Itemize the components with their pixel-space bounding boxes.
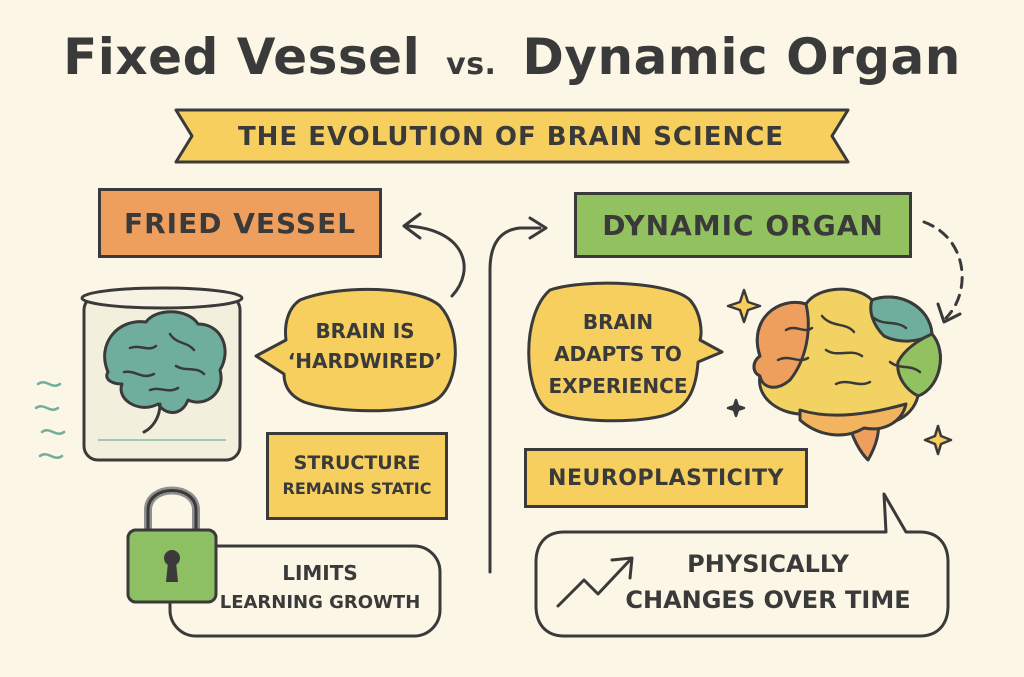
curved-arrow-left [406,224,466,298]
divider-arrowhead [528,216,548,240]
dashed-arrow-right-head [936,302,962,324]
physically-changes-text: PHYSICALLY CHANGES OVER TIME [600,546,936,618]
limits-line-1: LIMITS [282,561,358,585]
physical-line-1: PHYSICALLY [687,550,849,578]
hardwired-text: BRAIN IS ‘HARDWIRED’ [280,316,450,376]
page-title: Fixed Vessel vs. Dynamic Organ [0,28,1024,86]
title-right: Dynamic Organ [522,28,961,86]
title-vs: vs. [446,47,497,82]
dynamic-organ-label: DYNAMIC ORGAN [574,192,912,258]
structure-line-1: STRUCTURE [293,452,421,474]
curved-arrow-left-head [402,212,422,240]
structure-static-label: STRUCTURE REMAINS STATIC [266,432,448,520]
limits-line-2: LEARNING GROWTH [219,592,421,613]
divider-arrow [488,226,542,574]
structure-line-2: REMAINS STATIC [282,479,432,498]
hardwired-line-2: ‘HARDWIRED’ [287,349,443,373]
physical-line-2: CHANGES OVER TIME [625,586,911,614]
trend-up-icon [556,556,634,608]
fried-vessel-label: FRIED VESSEL [98,188,382,258]
sparkle-icons [726,288,953,456]
speech-bubble-adapts [527,281,724,423]
brain-folds [776,314,922,386]
vibration-lines [34,381,66,459]
adapts-line-2: ADAPTS TO [554,342,682,366]
limits-text: LIMITS LEARNING GROWTH [200,558,440,618]
adapts-line-1: BRAIN [582,310,654,334]
speech-bubble-hardwired [254,287,457,413]
dashed-arrow-right [922,220,964,320]
title-left: Fixed Vessel [63,28,421,86]
brain-in-jar-icon [103,310,227,434]
adapts-text: BRAIN ADAPTS TO EXPERIENCE [530,306,706,402]
adapts-line-3: EXPERIENCE [548,374,688,398]
neuroplasticity-label: NEUROPLASTICITY [524,448,808,508]
change-box [534,492,950,638]
hardwired-line-1: BRAIN IS [315,319,415,343]
colorful-brain-icon [752,287,942,462]
banner-ribbon [174,108,850,164]
banner-text: THE EVOLUTION OF BRAIN SCIENCE [237,122,785,152]
